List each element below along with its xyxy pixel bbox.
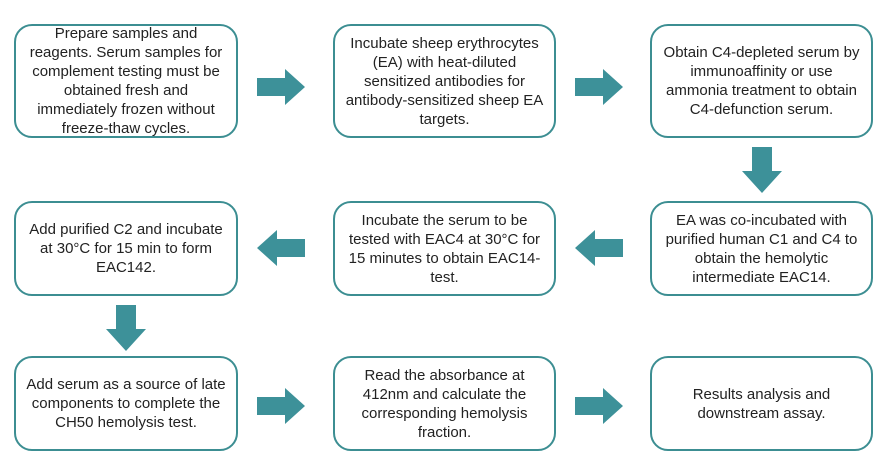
arrow-right-icon (257, 69, 305, 105)
arrow-right-icon (575, 69, 623, 105)
step-text: Incubate sheep erythrocytes (EA) with he… (345, 34, 544, 128)
arrow-left-icon (575, 230, 623, 266)
arrow-right-icon (257, 388, 305, 424)
step-obtain-c4-depleted-serum: Obtain C4-depleted serum by immunoaffini… (650, 24, 873, 138)
step-co-incubate-c1-c4: EA was co-incubated with purified human … (650, 201, 873, 296)
step-text: Incubate the serum to be tested with EAC… (348, 211, 541, 286)
step-text: Add purified C2 and incubate at 30°C for… (29, 221, 223, 276)
step-text: Prepare samples and reagents. Serum samp… (29, 25, 223, 137)
step-text: Add serum as a source of late components… (26, 376, 226, 431)
step-text: Obtain C4-depleted serum by immunoaffini… (663, 44, 860, 118)
step-results-analysis: Results analysis and downstream assay. (650, 356, 873, 451)
step-add-purified-c2: Add purified C2 and incubate at 30°C for… (14, 201, 238, 296)
arrow-down-icon (106, 305, 146, 351)
step-text: Results analysis and downstream assay. (692, 385, 831, 422)
arrow-down-icon (742, 147, 782, 193)
step-add-serum-ch50: Add serum as a source of late components… (14, 356, 238, 451)
step-read-absorbance: Read the absorbance at 412nm and calcula… (333, 356, 556, 451)
step-incubate-serum-eac4: Incubate the serum to be tested with EAC… (333, 201, 556, 296)
step-text: EA was co-incubated with purified human … (665, 211, 858, 286)
step-text: Read the absorbance at 412nm and calcula… (361, 366, 528, 441)
arrow-left-icon (257, 230, 305, 266)
arrow-right-icon (575, 388, 623, 424)
step-prepare-samples: Prepare samples and reagents. Serum samp… (14, 24, 238, 138)
step-incubate-ea: Incubate sheep erythrocytes (EA) with he… (333, 24, 556, 138)
